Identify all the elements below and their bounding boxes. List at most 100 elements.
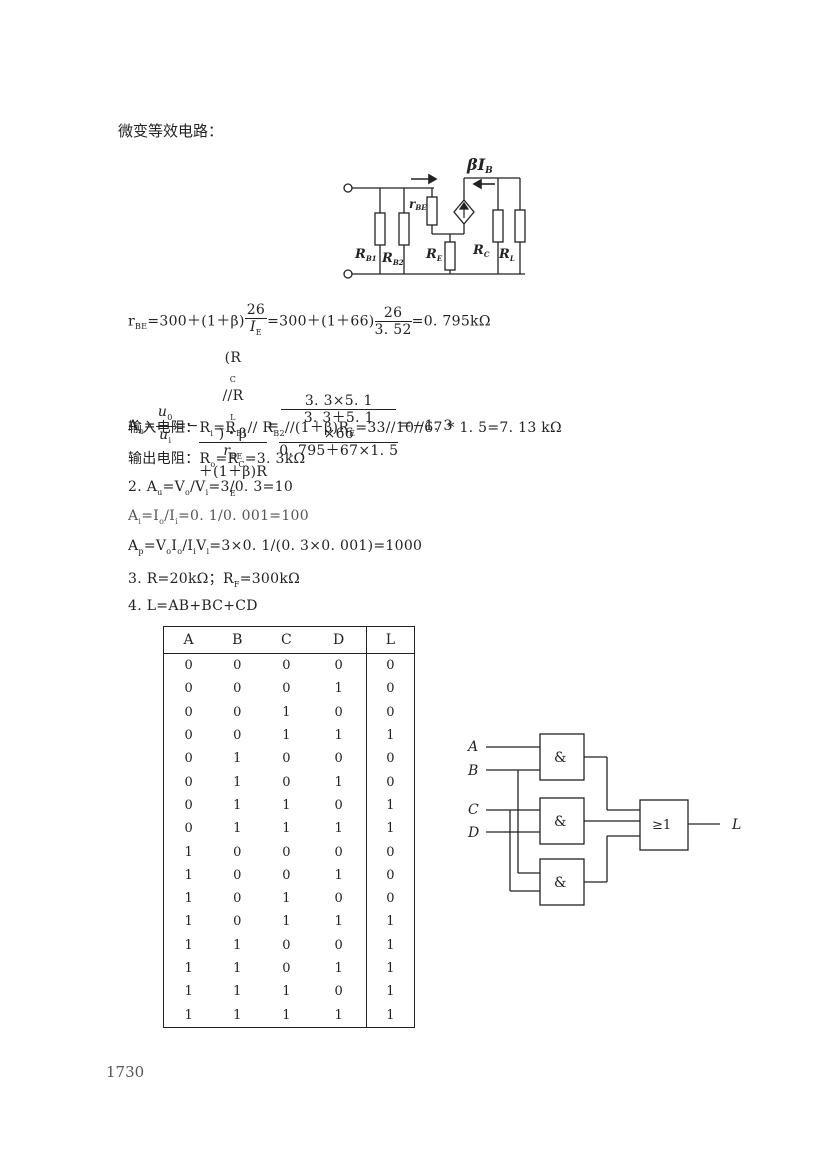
col-header-b: B bbox=[213, 626, 262, 654]
truth-table-cell: 1 bbox=[184, 937, 193, 953]
truth-table-cell: 1 bbox=[282, 914, 291, 930]
truth-table-cell: 0 bbox=[334, 844, 343, 860]
rl-label: RL bbox=[498, 247, 515, 263]
col-header-l: L bbox=[365, 626, 415, 654]
input-terminal-top bbox=[343, 183, 353, 193]
truth-table-row: 1 0 1 0 0 bbox=[164, 886, 415, 911]
and-gate-1-label: & bbox=[554, 750, 566, 766]
truth-table-cell: 1 bbox=[334, 961, 343, 976]
output-resistance-line: 输出电阻：Ro=RC=3. 3kΩ bbox=[128, 451, 306, 469]
and-gate-3-label: & bbox=[554, 875, 566, 891]
truth-table-cell: 0 bbox=[334, 797, 343, 813]
truth-table-cell: 0 bbox=[365, 886, 415, 911]
truth-table-cell: 1 bbox=[233, 1007, 242, 1023]
output-label-l: L bbox=[731, 817, 741, 833]
q4-line: 4. L=AB+BC+CD bbox=[128, 598, 258, 614]
truth-table-cell: 1 bbox=[334, 821, 343, 837]
input-label-c: C bbox=[468, 802, 479, 818]
truth-table-cell: 0 bbox=[365, 700, 415, 724]
truth-table-cell: 0 bbox=[334, 891, 343, 907]
rb2-label: RB2 bbox=[381, 251, 404, 267]
input-label-d: D bbox=[467, 825, 479, 841]
truth-table-cell: 0 bbox=[233, 891, 242, 907]
truth-table-cell: 0 bbox=[233, 681, 242, 697]
truth-table-row: 1 1 0 0 1 bbox=[164, 933, 415, 957]
and-gate-2-label: & bbox=[554, 814, 566, 830]
truth-table-cell: 1 bbox=[282, 891, 291, 907]
col-header-c: C bbox=[261, 626, 312, 654]
truth-table-cell: 0 bbox=[184, 704, 193, 720]
truth-table-cell: 0 bbox=[233, 867, 242, 883]
truth-table-cell: 1 bbox=[184, 1007, 193, 1023]
truth-table-cell: 0 bbox=[184, 751, 193, 767]
truth-table-cell: 1 bbox=[184, 961, 193, 976]
truth-table-cell: 1 bbox=[334, 774, 343, 790]
truth-table-cell: 1 bbox=[184, 844, 193, 860]
re-label: RE bbox=[425, 247, 443, 263]
truth-table-cell: 1 bbox=[282, 821, 291, 837]
q2-power-gain: Ap=VoIo/IiVi=3×0. 1/(0. 3×0. 001)=1000 bbox=[128, 538, 423, 556]
truth-table-cell: 0 bbox=[233, 658, 242, 674]
section-heading: 微变等效电路： bbox=[118, 122, 224, 140]
input-label-a: A bbox=[466, 739, 478, 755]
col-header-d: D bbox=[311, 626, 367, 654]
truth-table-cell: 0 bbox=[334, 937, 343, 953]
q2-current-gain: Ai=Io/Ii=0. 1/0. 001=100 bbox=[128, 508, 309, 526]
truth-table-cell: 1 bbox=[334, 867, 343, 883]
rc-label: RC bbox=[472, 243, 490, 259]
truth-table-cell: 1 bbox=[282, 797, 291, 813]
truth-table-cell: 1 bbox=[365, 956, 415, 981]
truth-table-cell: 0 bbox=[334, 984, 343, 1000]
truth-table-cell: 0 bbox=[184, 797, 193, 813]
truth-table-header: A B C D L bbox=[163, 626, 415, 654]
truth-table-cell: 0 bbox=[365, 770, 415, 794]
truth-table-row: 1 0 0 1 0 bbox=[164, 863, 415, 887]
truth-table-row: 1 1 0 1 1 bbox=[164, 956, 415, 981]
truth-table-cell: 1 bbox=[233, 751, 242, 767]
truth-table-cell: 0 bbox=[184, 774, 193, 790]
truth-table-cell: 1 bbox=[184, 914, 193, 930]
q3-line: 3. R=20kΩ；RF=300kΩ bbox=[128, 571, 301, 589]
truth-table-cell: 0 bbox=[282, 867, 291, 883]
or-gate bbox=[639, 799, 689, 851]
truth-table-cell: 1 bbox=[233, 937, 242, 953]
truth-table-cell: 1 bbox=[365, 980, 415, 1004]
truth-table-cell: 1 bbox=[365, 793, 415, 818]
beta-ib-label: βIB bbox=[466, 155, 493, 176]
truth-table-cell: 0 bbox=[282, 937, 291, 953]
truth-table-cell: 1 bbox=[334, 728, 343, 744]
q2-voltage-gain: 2. Au=Vo/Vi=3/0. 3=10 bbox=[128, 479, 294, 497]
truth-table-cell: 0 bbox=[365, 863, 415, 887]
truth-table-cell: 0 bbox=[365, 747, 415, 771]
truth-table-cell: 1 bbox=[184, 867, 193, 883]
input-terminal-bottom bbox=[343, 269, 353, 279]
truth-table-cell: 0 bbox=[233, 914, 242, 930]
input-resistance-line: 输入电阻：Ri=RB1// RB2//(1＋β)RE=33//10//67 * … bbox=[128, 420, 562, 438]
or-gate-label: ≥1 bbox=[652, 818, 671, 833]
truth-table-cell: 1 bbox=[365, 933, 415, 957]
equivalent-circuit-diagram: βIB rBE RB1 RB2 RE RC RL bbox=[343, 155, 526, 279]
truth-table-cell: 1 bbox=[233, 984, 242, 1000]
truth-table-cell: 1 bbox=[233, 961, 242, 976]
truth-table-cell: 0 bbox=[282, 844, 291, 860]
truth-table-cell: 1 bbox=[282, 984, 291, 1000]
truth-table-cell: 0 bbox=[282, 751, 291, 767]
truth-table-cell: 0 bbox=[365, 653, 415, 678]
truth-table-cell: 0 bbox=[184, 681, 193, 697]
truth-table-cell: 1 bbox=[184, 891, 193, 907]
truth-table-cell: 1 bbox=[334, 1007, 343, 1023]
truth-table-cell: 0 bbox=[282, 961, 291, 976]
logic-circuit-diagram: A B C D L & & & ≥1 bbox=[466, 733, 741, 906]
truth-table-cell: 0 bbox=[282, 774, 291, 790]
truth-table-cell: 1 bbox=[365, 1003, 415, 1028]
